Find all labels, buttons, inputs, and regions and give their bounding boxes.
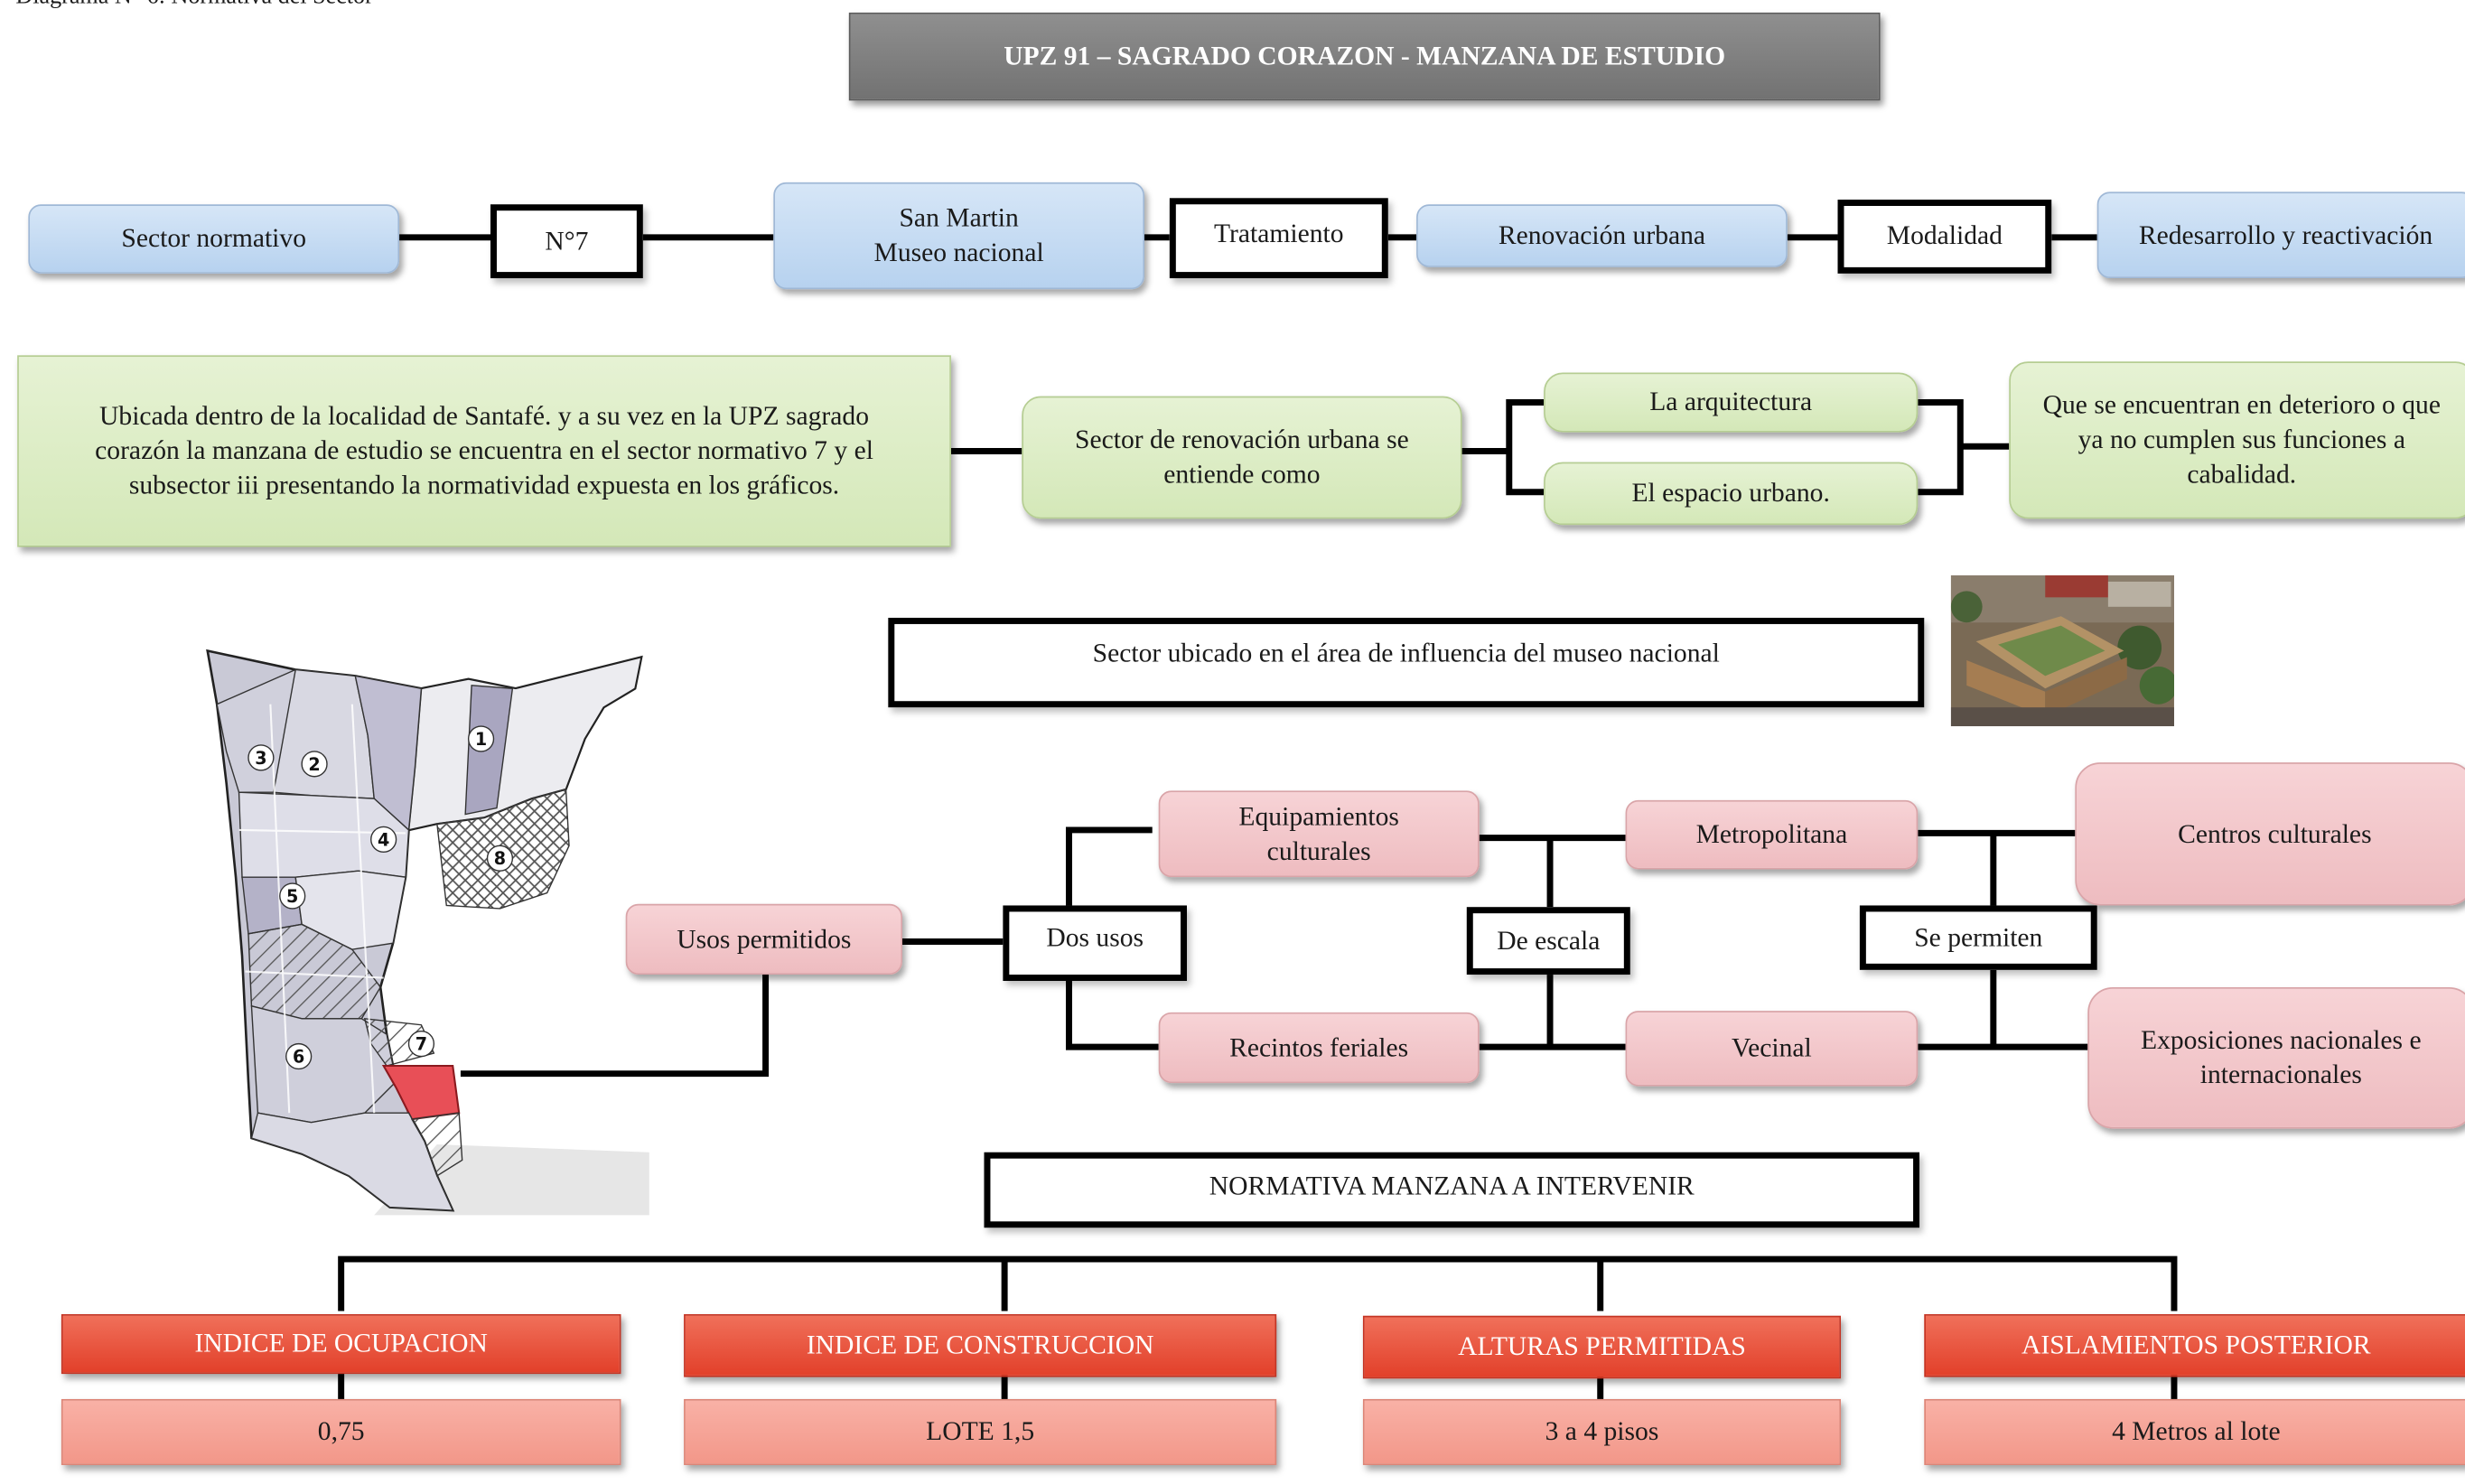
aislamientos-header: AISLAMIENTOS POSTERIOR: [1924, 1313, 2465, 1377]
alturas-permitidas-header: ALTURAS PERMITIDAS: [1362, 1315, 1842, 1379]
upz-sector-map: 1 2 3 4 5 6 7 8: [206, 649, 649, 1216]
deterioro-box: Que se encuentran en deterioro o que ya …: [2009, 361, 2465, 519]
n7-box: N°7: [490, 204, 643, 279]
tratamiento-box: Tratamiento: [1169, 198, 1388, 279]
vecinal-box: Vecinal: [1625, 1011, 1919, 1087]
influencia-box: Sector ubicado en el área de influencia …: [888, 617, 1925, 708]
map-label-5: 5: [286, 886, 298, 907]
renovacion-urbana-box: Renovación urbana: [1416, 204, 1788, 267]
equipamientos-line2: culturales: [1266, 835, 1371, 866]
main-title: UPZ 91 – SAGRADO CORAZON - MANZANA DE ES…: [848, 12, 1881, 101]
map-label-2: 2: [308, 754, 320, 775]
se-permiten-box: Se permiten: [1859, 905, 2097, 970]
recintos-feriales-box: Recintos feriales: [1158, 1012, 1480, 1084]
aislamientos-value: 4 Metros al lote: [1924, 1398, 2465, 1466]
san-martin-line1: San Martin: [899, 202, 1019, 233]
map-label-6: 6: [293, 1047, 304, 1068]
normativa-title-box: NORMATIVA MANZANA A INTERVENIR: [984, 1152, 1920, 1228]
map-label-7: 7: [416, 1034, 427, 1055]
sector-renovacion-box: Sector de renovación urbana se entiende …: [1022, 396, 1462, 519]
indice-ocupacion-header: INDICE DE OCUPACION: [61, 1313, 621, 1375]
ubicada-description-box: Ubicada dentro de la localidad de Santaf…: [17, 355, 951, 547]
arquitectura-box: La arquitectura: [1544, 372, 1919, 433]
modalidad-box: Modalidad: [1837, 200, 2052, 274]
map-label-8: 8: [494, 848, 506, 869]
indice-ocupacion-value: 0,75: [61, 1398, 621, 1466]
equipamientos-line1: Equipamientos: [1238, 800, 1399, 831]
indice-construccion-header: INDICE DE CONSTRUCCION: [684, 1313, 1277, 1377]
san-martin-line2: Museo nacional: [873, 237, 1044, 267]
sector-normativo-box: Sector normativo: [28, 204, 400, 274]
redesarrollo-box: Redesarrollo y reactivación: [2096, 191, 2465, 279]
map-label-4: 4: [378, 829, 389, 850]
map-label-1: 1: [475, 729, 487, 750]
espacio-urbano-box: El espacio urbano.: [1544, 462, 1919, 526]
centros-culturales-box: Centros culturales: [2075, 762, 2465, 906]
usos-permitidos-box: Usos permitidos: [625, 903, 902, 975]
dos-usos-box: Dos usos: [1003, 905, 1188, 982]
alturas-permitidas-value: 3 a 4 pisos: [1362, 1398, 1842, 1466]
de-escala-box: De escala: [1466, 907, 1630, 975]
exposiciones-box: Exposiciones nacionales e internacionale…: [2087, 986, 2465, 1129]
equipamientos-box: Equipamientos culturales: [1158, 790, 1480, 878]
map-label-3: 3: [255, 748, 266, 769]
metropolitana-box: Metropolitana: [1625, 799, 1919, 870]
indice-construccion-value: LOTE 1,5: [684, 1398, 1277, 1466]
diagram-caption: Diagrama N° 6: Normativa del Sector: [15, 0, 372, 11]
museo-nacional-photo: [1950, 574, 2174, 727]
san-martin-box: San Martin Museo nacional: [773, 182, 1145, 290]
